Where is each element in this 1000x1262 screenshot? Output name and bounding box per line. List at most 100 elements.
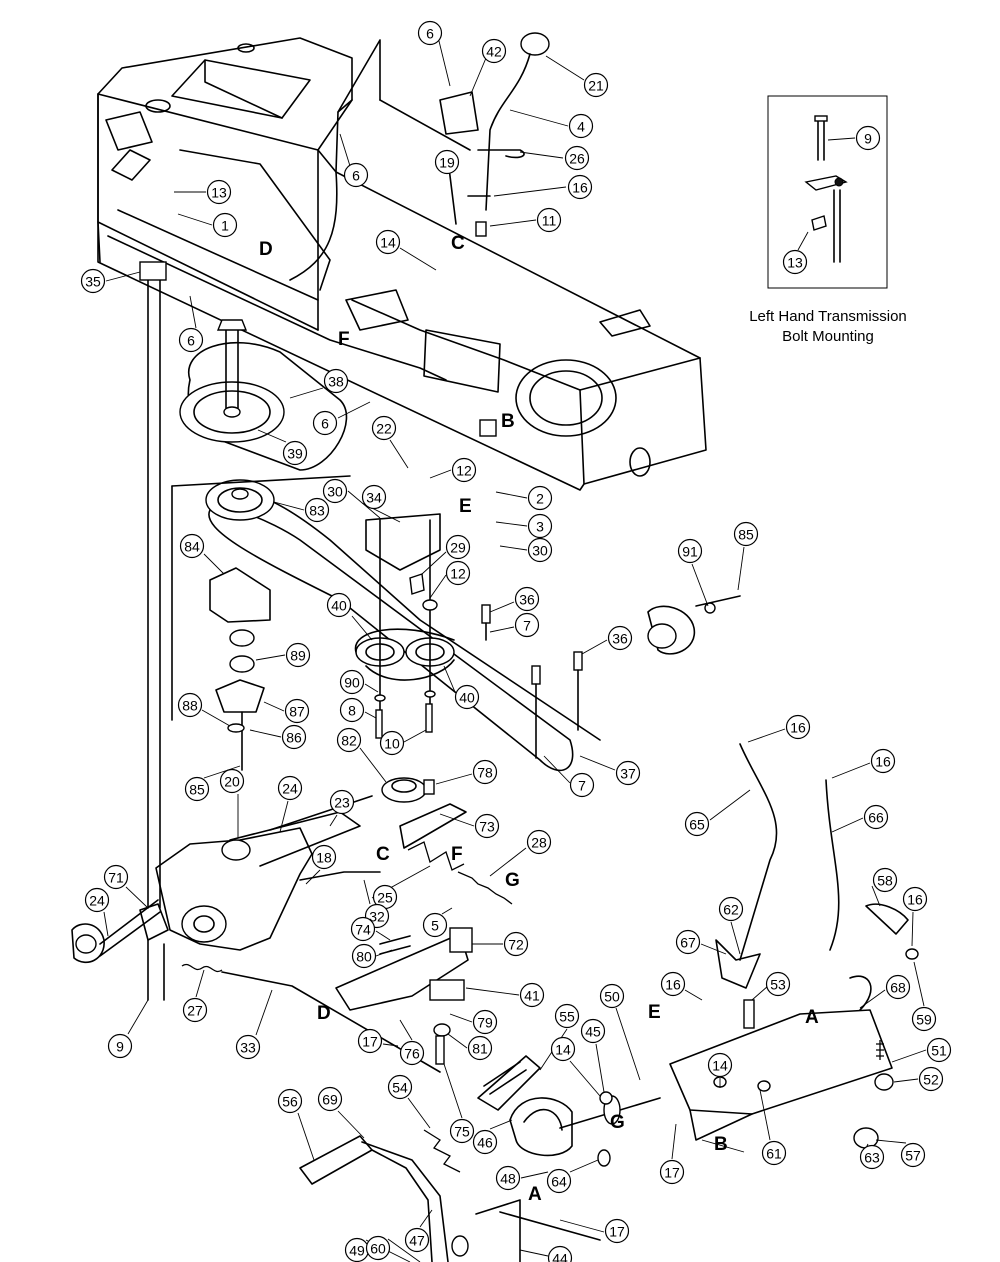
callout-number: 74: [355, 922, 371, 938]
callout-number: 79: [477, 1015, 493, 1031]
callout-circle: [336, 727, 362, 753]
callout-part-54: 54: [387, 1074, 413, 1100]
callout-part-12: 12: [451, 457, 477, 483]
inset-callout-part-9: 9: [855, 125, 881, 151]
callout-number: 9: [864, 131, 872, 147]
reference-letter-b: B: [714, 1134, 728, 1155]
callout-circle: [604, 1218, 630, 1244]
callout-number: 16: [790, 720, 806, 736]
callout-part-23: 23: [329, 789, 355, 815]
callout-part-61: 61: [761, 1140, 787, 1166]
callout-circle: [859, 1144, 885, 1170]
callout-number: 80: [356, 949, 372, 965]
callout-circle: [449, 1118, 475, 1144]
callout-circle: [311, 844, 337, 870]
callout-number: 24: [89, 893, 105, 909]
callout-part-89: 89: [285, 642, 311, 668]
callout-number: 40: [459, 690, 475, 706]
reference-letter-c: C: [376, 844, 390, 865]
callout-part-88: 88: [177, 692, 203, 718]
callout-number: 37: [620, 766, 636, 782]
callout-part-39: 39: [282, 440, 308, 466]
callout-number: 47: [409, 1233, 425, 1249]
callout-part-6: 6: [343, 162, 369, 188]
callout-number: 63: [864, 1150, 880, 1166]
callout-circle: [339, 669, 365, 695]
inset-frame: [767, 95, 888, 289]
callout-circle: [718, 896, 744, 922]
callout-part-24: 24: [84, 887, 110, 913]
callout-circle: [323, 368, 349, 394]
callout-circle: [212, 212, 238, 238]
callout-part-63: 63: [859, 1144, 885, 1170]
callout-number: 16: [907, 892, 923, 908]
callout-part-75: 75: [449, 1118, 475, 1144]
callout-circle: [177, 692, 203, 718]
reference-letter-e: E: [648, 1002, 661, 1023]
callout-number: 68: [890, 980, 906, 996]
callout-circle: [503, 931, 529, 957]
callout-circle: [357, 1028, 383, 1054]
reference-letter-a: A: [528, 1184, 542, 1205]
callout-part-14: 14: [375, 229, 401, 255]
callout-circle: [536, 207, 562, 233]
callout-part-44: 44: [547, 1245, 573, 1262]
callout-part-73: 73: [474, 813, 500, 839]
callout-part-16: 16: [902, 886, 928, 912]
callout-number: 14: [555, 1042, 571, 1058]
callout-circle: [547, 1245, 573, 1262]
callout-part-29: 29: [445, 534, 471, 560]
callout-number: 8: [348, 703, 356, 719]
callout-circle: [285, 642, 311, 668]
callout-part-16: 16: [567, 174, 593, 200]
callout-part-17: 17: [659, 1159, 685, 1185]
callout-part-78: 78: [472, 759, 498, 785]
callout-number: 24: [282, 781, 298, 797]
callout-circle: [569, 772, 595, 798]
callout-part-79: 79: [472, 1009, 498, 1035]
callout-part-45: 45: [580, 1018, 606, 1044]
callout-number: 14: [380, 235, 396, 251]
callout-number: 64: [551, 1174, 567, 1190]
callout-number: 33: [240, 1040, 256, 1056]
callout-circle: [235, 1034, 261, 1060]
callout-circle: [677, 538, 703, 564]
callout-part-7: 7: [514, 612, 540, 638]
inset-callouts: 9 13: [782, 125, 881, 275]
callout-number: 73: [479, 819, 495, 835]
callout-circle: [434, 149, 460, 175]
callout-part-55: 55: [554, 1003, 580, 1029]
callout-part-32: 32: [364, 903, 390, 929]
callout-number: 26: [569, 151, 585, 167]
callout-circle: [526, 829, 552, 855]
callout-number: 42: [486, 44, 502, 60]
callout-number: 76: [404, 1046, 420, 1062]
callout-circle: [277, 1088, 303, 1114]
callout-part-58: 58: [872, 867, 898, 893]
inset-caption-line2: Bolt Mounting: [782, 328, 874, 345]
callout-number: 39: [287, 446, 303, 462]
callout-circle: [445, 534, 471, 560]
inset-callout-part-13: 13: [782, 249, 808, 275]
callout-part-18: 18: [311, 844, 337, 870]
callout-number: 29: [450, 540, 466, 556]
callout-part-17: 17: [604, 1218, 630, 1244]
callout-part-14: 14: [550, 1036, 576, 1062]
reference-letter-f: F: [338, 329, 350, 350]
callout-circle: [900, 1142, 926, 1168]
callout-circle: [863, 804, 889, 830]
callout-circle: [317, 1086, 343, 1112]
callout-part-42: 42: [481, 38, 507, 64]
callout-number: 71: [108, 870, 124, 886]
callout-part-59: 59: [911, 1006, 937, 1032]
callout-part-62: 62: [718, 896, 744, 922]
callout-circle: [902, 886, 928, 912]
callout-circle: [282, 440, 308, 466]
callout-part-6: 6: [417, 20, 443, 46]
callout-number: 57: [905, 1148, 921, 1164]
switch-bracket: [479, 419, 497, 437]
callout-circle: [583, 72, 609, 98]
callout-part-56: 56: [277, 1088, 303, 1114]
callout-number: 89: [290, 648, 306, 664]
